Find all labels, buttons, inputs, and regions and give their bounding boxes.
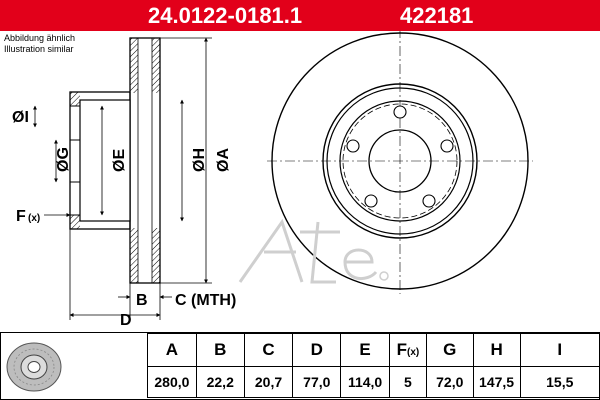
value-E: 114,0 xyxy=(340,366,391,398)
bolt-hole xyxy=(346,139,360,153)
value-G: 72,0 xyxy=(425,366,474,398)
bolt-hole xyxy=(422,194,436,208)
label-dim-B: B xyxy=(136,292,148,309)
header-G: G xyxy=(425,333,474,367)
hat-ring xyxy=(339,100,461,222)
header-I: I xyxy=(519,333,600,367)
label-dim-F-sub: (x) xyxy=(28,213,40,224)
label-dim-H: ØH xyxy=(191,148,208,172)
note-german: Abbildung ähnlich xyxy=(4,33,76,43)
label-dim-F: F xyxy=(16,208,26,225)
illustration-note: Abbildung ähnlich Illustration similar xyxy=(4,33,75,55)
label-dim-C: C (MTH) xyxy=(175,292,236,309)
header-E: E xyxy=(340,333,391,367)
label-dim-E: ØE xyxy=(111,149,128,172)
value-B: 22,2 xyxy=(195,366,245,398)
center-bore xyxy=(368,129,432,193)
value-C: 20,7 xyxy=(243,366,294,398)
header-H: H xyxy=(472,333,521,367)
header-F: F(x) xyxy=(389,333,427,367)
disc-section-view xyxy=(69,37,161,284)
brake-disc-thumbnail xyxy=(6,342,62,392)
technical-drawing: ØI ØG ØE ØH ØA F (x) B C (MTH) D xyxy=(12,31,533,329)
specs-table: A B C D E F(x) G H I 280,0 22,2 20,7 77,… xyxy=(147,333,600,398)
value-H: 147,5 xyxy=(472,366,521,398)
value-F: 5 xyxy=(389,366,427,398)
reference-number: 422181 xyxy=(400,3,474,28)
header-D: D xyxy=(292,333,342,367)
specs-header-row: A B C D E F(x) G H I xyxy=(147,333,600,367)
value-D: 77,0 xyxy=(292,366,342,398)
bolt-hole xyxy=(440,139,454,153)
header-F-sub: (x) xyxy=(407,347,420,358)
header-A: A xyxy=(147,333,197,367)
header-bar: 24.0122-0181.1 422181 xyxy=(0,0,600,31)
label-dim-G: ØG xyxy=(55,147,72,172)
header-B: B xyxy=(195,333,245,367)
label-dim-A: ØA xyxy=(215,148,232,172)
bolt-hole xyxy=(393,105,407,119)
dimension-lines xyxy=(33,37,212,320)
specs-value-row: 280,0 22,2 20,7 77,0 114,0 5 72,0 147,5 … xyxy=(147,366,600,398)
note-english: Illustration similar xyxy=(4,44,74,54)
label-dim-I: ØI xyxy=(12,109,29,126)
ate-logo-watermark xyxy=(238,218,389,284)
disc-outer-edge xyxy=(271,32,529,290)
disc-front-view xyxy=(267,31,533,294)
value-A: 280,0 xyxy=(147,366,197,398)
header-F-letter: F xyxy=(396,340,408,359)
value-I: 15,5 xyxy=(519,366,600,398)
bolt-hole xyxy=(364,194,378,208)
header-C: C xyxy=(243,333,294,367)
part-number: 24.0122-0181.1 xyxy=(148,3,303,28)
label-dim-D: D xyxy=(120,312,132,329)
